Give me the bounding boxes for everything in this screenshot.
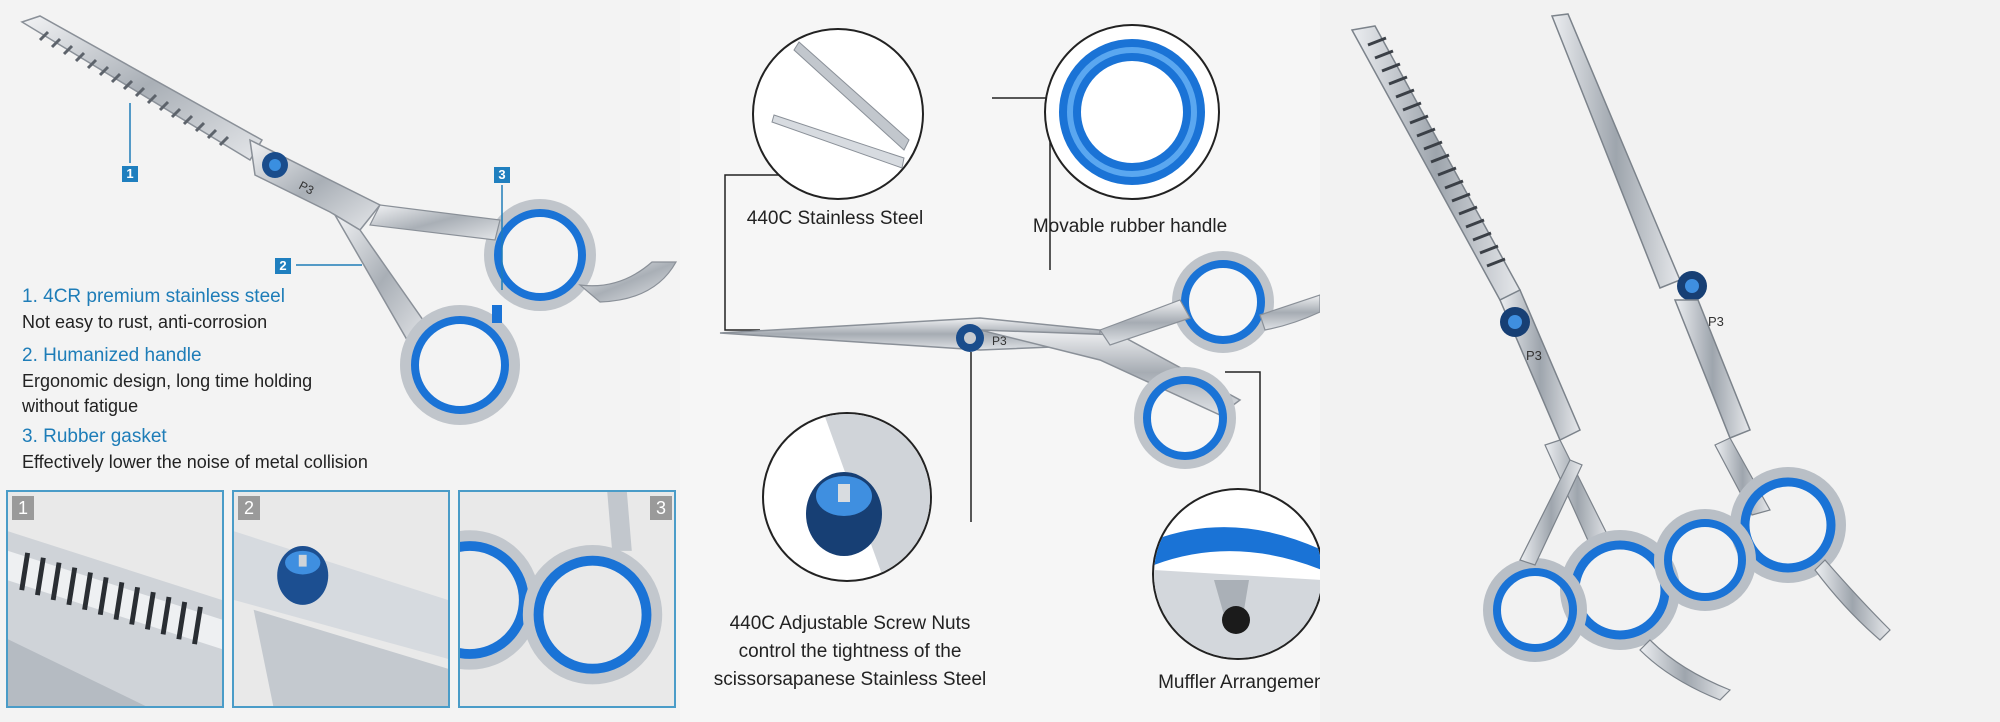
screw-callout-line2: control the tightness of the xyxy=(738,641,962,662)
thumbnail-number-3: 3 xyxy=(650,496,672,520)
muffler-image xyxy=(1154,527,1320,658)
svg-text:P3: P3 xyxy=(1526,348,1542,363)
callout-badge-2: 2 xyxy=(275,258,291,274)
screw-callout-line3: scissorsapanese Stainless Steel xyxy=(713,669,987,690)
screw-nut-image xyxy=(806,414,930,580)
steel-callout-label: 440C Stainless Steel xyxy=(746,208,924,229)
screw-callout-line1: 440C Adjustable Screw Nuts xyxy=(729,613,971,634)
rubber-ring-image xyxy=(1059,39,1205,185)
cutting-scissors-illustration: P3 xyxy=(719,97,1320,522)
left-feature-panel: P3 1 2 3 1. 4CR premium stainless steel … xyxy=(0,0,680,722)
teeth-closeup-image xyxy=(8,531,222,706)
feature-title-handle: 2. Humanized handle xyxy=(22,345,202,366)
steel-callout-circle xyxy=(752,28,924,200)
svg-text:P3: P3 xyxy=(297,178,317,197)
handle-callout-label: Movable rubber handle xyxy=(1032,216,1228,237)
callout-badge-1: 1 xyxy=(122,166,138,182)
handle-callout-circle xyxy=(1044,24,1220,200)
feature-desc-gasket: Effectively lower the noise of metal col… xyxy=(22,452,368,472)
screw-closeup-image xyxy=(234,531,448,706)
right-product-panel: P3 P3 xyxy=(1320,0,2000,722)
screw-callout-circle xyxy=(762,412,932,582)
muffler-callout-circle xyxy=(1152,488,1320,660)
feature-desc-steel: Not easy to rust, anti-corrosion xyxy=(22,312,268,332)
svg-text:P3: P3 xyxy=(992,334,1007,348)
middle-details-panel: P3 440C Stainless Steel Movable rubber h… xyxy=(680,0,1320,722)
svg-text:P3: P3 xyxy=(1708,314,1724,329)
rings-closeup-image xyxy=(460,492,663,685)
feature-desc-handle-line1: Ergonomic design, long time holding xyxy=(22,371,313,391)
callout-badge-3: 3 xyxy=(494,167,510,183)
scissors-pair-product-image: P3 P3 xyxy=(1350,13,1891,701)
muffler-callout-label: Muffler Arrangement xyxy=(1158,672,1320,693)
thumbnail-number-1: 1 xyxy=(12,496,34,520)
feature-title-gasket: 3. Rubber gasket xyxy=(22,426,167,447)
thumbnail-screw-closeup: 2 xyxy=(232,490,450,708)
thumbnail-teeth-closeup: 1 xyxy=(6,490,224,708)
thinning-scissors-illustration: P3 xyxy=(20,15,678,425)
screw-callout-label: 440C Adjustable Screw Nuts control the t… xyxy=(700,610,1000,694)
blade-tip-image xyxy=(771,41,910,169)
feature-desc-handle-line2: without fatigue xyxy=(22,396,139,416)
thumbnail-rings-closeup: 3 xyxy=(458,490,676,708)
feature-title-steel: 1. 4CR premium stainless steel xyxy=(22,286,285,307)
thumbnail-number-2: 2 xyxy=(238,496,260,520)
